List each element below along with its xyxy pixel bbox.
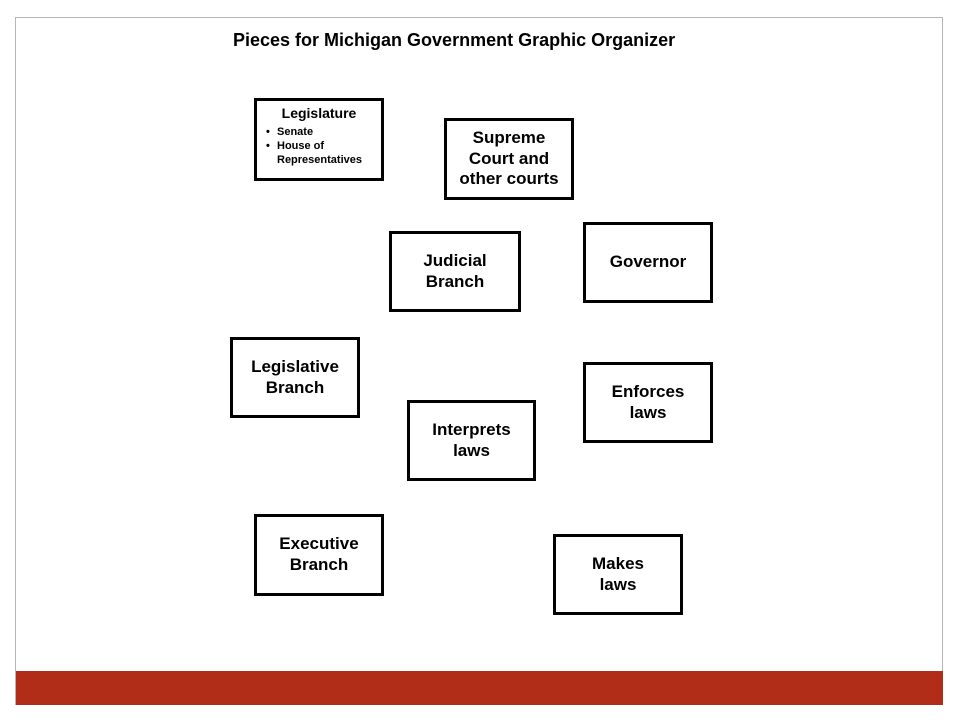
- piece-interprets-laws[interactable]: Interprets laws: [407, 400, 536, 481]
- piece-interprets-laws-label: Interprets laws: [432, 419, 511, 460]
- piece-legislative-branch-label: Legislative Branch: [251, 356, 339, 397]
- piece-legislative-branch[interactable]: Legislative Branch: [230, 337, 360, 418]
- piece-executive-branch-label: Executive Branch: [279, 534, 359, 574]
- piece-judicial-branch-label: Judicial Branch: [423, 250, 487, 291]
- piece-makes-laws-label: Makes laws: [592, 553, 644, 594]
- list-item-senate: Senate: [266, 126, 375, 140]
- piece-governor-label: Governor: [609, 252, 687, 272]
- piece-legislature-list: Senate House of Representatives: [263, 126, 375, 167]
- piece-makes-laws[interactable]: Makes laws: [553, 534, 683, 615]
- piece-enforces-laws-label: Enforces laws: [611, 381, 685, 422]
- piece-governor[interactable]: Governor: [583, 222, 713, 303]
- page-title: Pieces for Michigan Government Graphic O…: [233, 30, 676, 50]
- piece-legislature-title: Legislature: [281, 105, 357, 121]
- piece-judicial-branch[interactable]: Judicial Branch: [389, 231, 521, 312]
- piece-executive-branch[interactable]: Executive Branch: [254, 514, 384, 596]
- piece-supreme-court-label: Supreme Court and other courts: [459, 127, 559, 189]
- list-item-house: House of Representatives: [266, 140, 375, 168]
- footer-bar: [16, 671, 943, 705]
- piece-supreme-court[interactable]: Supreme Court and other courts: [444, 118, 574, 200]
- piece-legislature[interactable]: Legislature Senate House of Representati…: [254, 98, 384, 181]
- piece-enforces-laws[interactable]: Enforces laws: [583, 362, 713, 443]
